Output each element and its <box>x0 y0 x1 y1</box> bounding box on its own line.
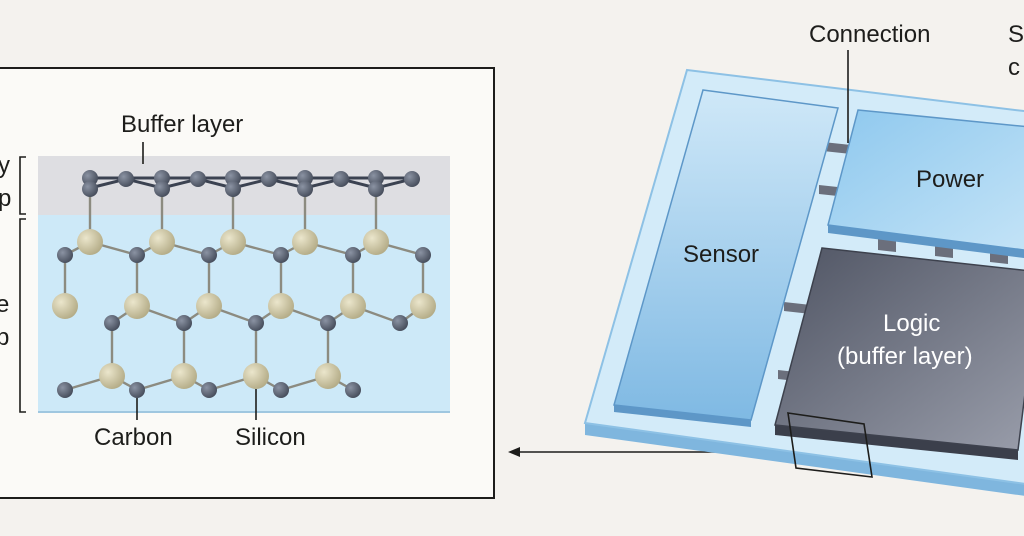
carbon-atom <box>261 171 277 187</box>
chip-base-edge <box>585 423 1024 496</box>
top-right-label-fragment: S <box>1008 21 1024 48</box>
left-label-fragment: p <box>0 185 11 212</box>
buffer-layer-label: Buffer layer <box>121 111 243 138</box>
carbon-atom <box>297 170 313 186</box>
left-brackets <box>19 156 26 413</box>
silicon-atom <box>171 363 197 389</box>
carbon-atom <box>225 170 241 186</box>
carbon-atom <box>104 315 120 331</box>
sensor-block <box>613 89 839 421</box>
carbon-atom <box>345 382 361 398</box>
inset-callouts <box>136 142 257 420</box>
silicon-atom <box>340 293 366 319</box>
silicon-atom <box>315 363 341 389</box>
carbon-atom <box>404 171 420 187</box>
power-block-side <box>828 225 1024 258</box>
silicon-atom <box>363 229 389 255</box>
logic-label-line2: (buffer layer) <box>837 343 973 370</box>
left-label-fragment: p <box>0 324 9 351</box>
silicon-atom <box>410 293 436 319</box>
carbon-atom <box>118 171 134 187</box>
chip: Sensor Power Logic (buffer layer) Connec… <box>583 21 1024 496</box>
silicon-atom <box>52 293 78 319</box>
carbon-atom <box>368 170 384 186</box>
carbon-atom <box>82 181 98 197</box>
logic-block <box>774 247 1024 451</box>
zoom-region-outline <box>787 412 873 478</box>
silicon-atom <box>243 363 269 389</box>
carbon-atom <box>415 247 431 263</box>
carbon-atom <box>129 247 145 263</box>
connection-label: Connection <box>809 21 930 48</box>
silicon-atoms <box>52 229 436 389</box>
logic-label-line1: Logic <box>883 310 940 337</box>
left-label-fragment: e <box>0 291 9 318</box>
carbon-atom <box>57 247 73 263</box>
power-block <box>827 109 1024 251</box>
carbon-atom <box>57 382 73 398</box>
silicon-atom <box>77 229 103 255</box>
carbon-atom <box>368 181 384 197</box>
carbon-atom <box>201 382 217 398</box>
left-label-fragment: y <box>0 152 10 179</box>
carbon-atom <box>273 247 289 263</box>
carbon-label: Carbon <box>94 424 173 451</box>
silicon-label: Silicon <box>235 424 306 451</box>
silicon-atom <box>99 363 125 389</box>
carbon-atom <box>248 315 264 331</box>
silicon-atom <box>124 293 150 319</box>
silicon-atom <box>220 229 246 255</box>
sensor-block-side <box>614 405 751 427</box>
carbon-atom <box>297 181 313 197</box>
top-right-label-fragment: c <box>1008 54 1020 81</box>
carbon-atom <box>82 170 98 186</box>
carbon-atom <box>176 315 192 331</box>
power-label: Power <box>916 166 984 193</box>
carbon-atom <box>333 171 349 187</box>
carbon-atoms <box>57 170 431 398</box>
silicon-atom <box>268 293 294 319</box>
carbon-atom <box>154 170 170 186</box>
silicon-atom <box>149 229 175 255</box>
inset-panel: Buffer layer Carbon Silicon y p e p <box>0 67 495 499</box>
carbon-atom <box>154 181 170 197</box>
carbon-atom <box>392 315 408 331</box>
carbon-atom <box>129 382 145 398</box>
carbon-atom <box>201 247 217 263</box>
carbon-atom <box>345 247 361 263</box>
carbon-atom <box>190 171 206 187</box>
carbon-atom <box>320 315 336 331</box>
sensor-label: Sensor <box>683 241 759 268</box>
carbon-atom <box>273 382 289 398</box>
silicon-atom <box>196 293 222 319</box>
carbon-atom <box>225 181 241 197</box>
silicon-atom <box>292 229 318 255</box>
logic-block-side <box>775 425 1018 460</box>
